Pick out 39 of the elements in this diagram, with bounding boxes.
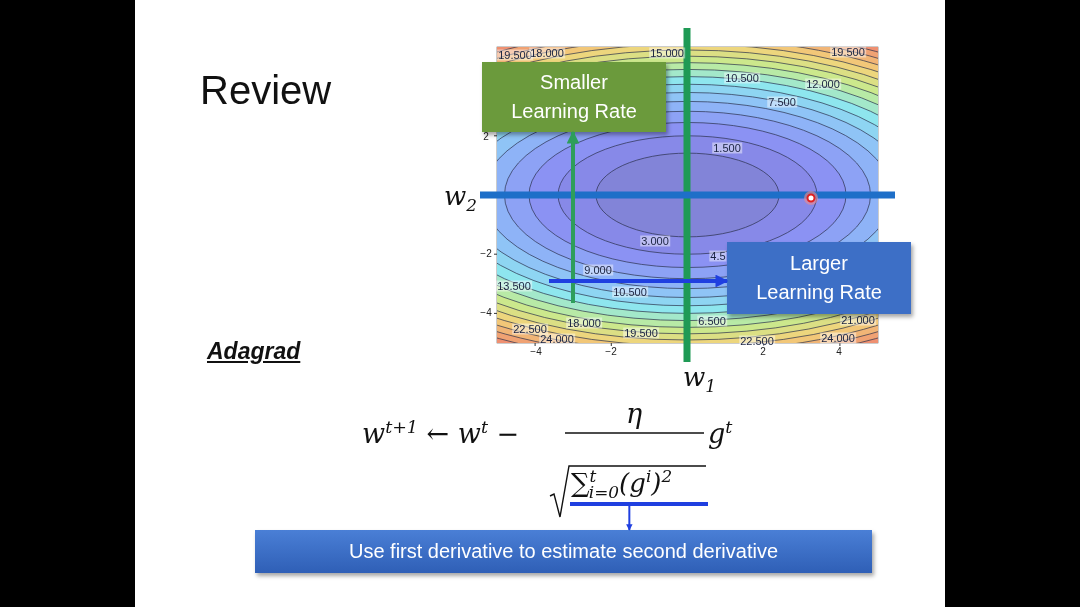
tick-label: −4 (480, 308, 492, 318)
formula-text: w$^{t+1}$ ← w$^{t}$ − (362, 420, 520, 447)
formula-text: ∑$^{t}$$_{i=0}$(g$^{i}$)$^{2}$ (571, 470, 673, 496)
tick-label: −2 (480, 249, 492, 259)
contour-value: 24.000 (539, 333, 575, 345)
contour-value: 22.500 (739, 335, 775, 347)
callout-box: Smaller Learning Rate (482, 62, 666, 132)
arrow (566, 130, 580, 303)
slide-title: Review (200, 70, 332, 110)
contour-value: 18.000 (566, 317, 602, 329)
tick-label: 4 (836, 347, 842, 357)
formula-text: η (626, 400, 643, 427)
contour-value: 1.500 (712, 142, 742, 154)
contour-value: 10.500 (612, 286, 648, 298)
underline-bar (570, 502, 708, 506)
contour-value: 6.500 (697, 315, 727, 327)
arrow (549, 274, 729, 288)
contour-value: 24.000 (820, 332, 856, 344)
axis-label: w$_{1}$ (683, 364, 716, 390)
tick-label: 2 (483, 132, 489, 142)
tick-label: −4 (530, 347, 542, 357)
formula-text: g$^{t}$ (708, 420, 733, 447)
contour-value: 15.000 (649, 47, 685, 59)
contour-value: 19.500 (830, 46, 866, 58)
axis-label: w$_{2}$ (444, 183, 477, 209)
contour-value: 13.500 (496, 280, 532, 292)
tick-label: −2 (605, 347, 617, 357)
contour-value: 10.500 (724, 72, 760, 84)
callout-box: Larger Learning Rate (727, 242, 911, 314)
tick-label: 2 (760, 347, 766, 357)
contour-value: 3.000 (640, 235, 670, 247)
contour-value: 9.000 (583, 264, 613, 276)
contour-value: 12.000 (805, 78, 841, 90)
arrow (626, 505, 633, 531)
section-heading: Adagrad (207, 340, 301, 363)
contour-value: 19.500 (623, 327, 659, 339)
contour-value: 7.500 (767, 96, 797, 108)
contour-value: 22.500 (512, 323, 548, 335)
banner: Use first derivative to estimate second derivative (255, 530, 872, 573)
